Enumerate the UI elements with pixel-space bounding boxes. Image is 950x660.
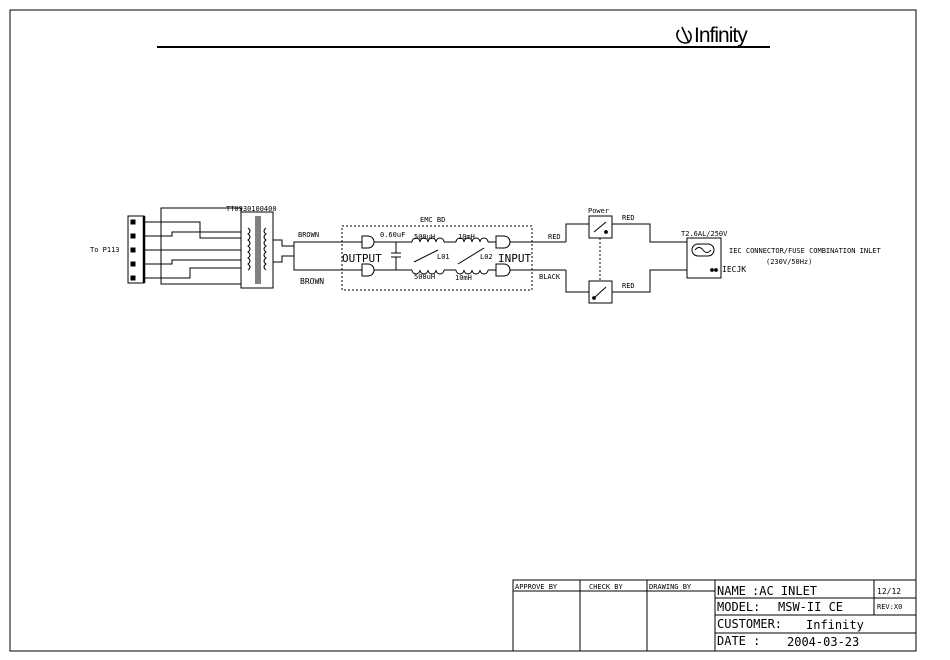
inlet-ref: IECJK [722,265,746,274]
capacitor-value: 0.60uF [380,231,405,239]
transformer-label: TT0930100400 [226,205,277,213]
l01-top-value: 500uH [414,233,435,241]
red-in-label: RED [548,233,561,241]
input-connectors [495,235,566,277]
transformer [240,211,274,289]
revision: REV:X0 [877,603,902,611]
date-value: 2004-03-23 [787,635,859,649]
inlet-description: IEC CONNECTOR/FUSE COMBINATION INLET [729,247,882,255]
choke-l01 [411,237,456,275]
iec-inlet [686,237,722,279]
page-border [9,9,917,652]
l02-bottom-value: 10mH [455,274,472,282]
name-value: :AC INLET [752,584,817,598]
connector-label: To P113 [90,246,120,254]
brown-wires [273,239,355,271]
l02-label: L02 [480,253,493,261]
approve-by-label: APPROVE BY [515,583,558,591]
model-label: MODEL: [717,600,760,614]
brand-logo: Infinity [676,24,749,47]
output-label: OUTPUT [342,252,382,265]
l01-bottom-value: 500uH [414,273,435,281]
input-label: INPUT [498,252,531,265]
fuse-rating: T2.6AL/250V [681,230,728,238]
inlet-rating: (230V/50Hz) [766,258,812,266]
choke-l02 [455,237,496,275]
emc-title: EMC BD [420,216,445,224]
output-connectors [355,235,375,277]
red-bottom-label: RED [622,282,635,290]
brown-bottom-label: BROWN [300,277,324,286]
brand-wordmark: Infinity [694,24,748,47]
l02-top-value: 10mH [458,233,475,241]
drawing-by-label: DRAWING BY [649,583,692,591]
title-block [512,579,917,652]
check-by-label: CHECK BY [589,583,624,591]
sheet-number: 12/12 [877,587,901,596]
model-value: MSW-II CE [778,600,843,614]
power-switch-label: Power [588,207,609,215]
p113-connector [127,215,146,284]
emc-board [341,225,533,291]
x-capacitor [374,241,412,271]
customer-label: CUSTOMER: [717,617,782,631]
date-label: DATE : [717,634,760,648]
name-label: NAME [717,584,746,598]
customer-value: Infinity [806,618,864,632]
connector-wiring [144,207,242,285]
logo-mark-icon [676,26,692,44]
black-in-label: BLACK [539,273,561,281]
power-switch [565,215,687,304]
brown-top-label: BROWN [298,231,319,239]
red-top-label: RED [622,214,635,222]
l01-label: L01 [437,253,450,261]
